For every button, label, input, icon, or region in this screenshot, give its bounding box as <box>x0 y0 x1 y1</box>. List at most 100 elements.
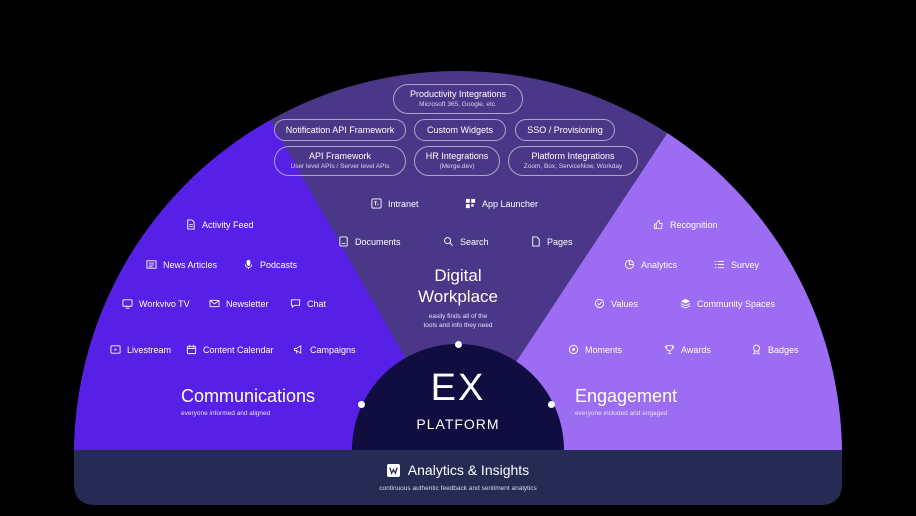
item-label: Activity Feed <box>202 219 254 230</box>
pill-title: Platform Integrations <box>531 151 615 161</box>
community-icon <box>680 298 691 309</box>
connector-dot-digital <box>455 341 462 348</box>
item-chat: Chat <box>290 298 326 309</box>
item-community-spaces: Community Spaces <box>680 298 775 309</box>
analytics-insights-header: Analytics & Insights <box>0 462 916 478</box>
item-app-launcher: App Launcher <box>465 198 538 209</box>
activity-feed-icon <box>185 219 196 230</box>
calendar-icon <box>186 344 197 355</box>
moments-icon <box>568 344 579 355</box>
item-label: Search <box>460 236 489 247</box>
item-label: Analytics <box>641 259 678 270</box>
pill-subtitle: (Merge.dev) <box>439 163 475 170</box>
item-workvivo-tv: Workvivo TV <box>122 298 190 309</box>
item-label: Pages <box>547 236 573 247</box>
item-pages: Pages <box>530 236 573 247</box>
pill-title: SSO / Provisioning <box>527 124 603 135</box>
analytics-icon <box>386 463 400 477</box>
survey-icon <box>714 259 725 270</box>
item-label: Survey <box>731 259 760 270</box>
item-label: Community Spaces <box>697 298 776 309</box>
ex-platform-circle <box>352 344 564 450</box>
digital-workplace-subtitle: easily finds all of the tools and info t… <box>378 313 538 330</box>
item-label: Newsletter <box>226 298 269 309</box>
item-label: Livestream <box>127 344 172 355</box>
item-intranet: Intranet <box>371 198 419 209</box>
analytics-band <box>74 450 842 505</box>
communications-title: Communications <box>181 386 316 406</box>
item-campaigns: Campaigns <box>293 344 356 355</box>
item-content-calendar: Content Calendar <box>186 344 274 355</box>
pill-subtitle: User level APIs / Server level APIs <box>290 163 390 170</box>
pill-sso-provisioning: SSO / Provisioning <box>515 119 615 141</box>
pill-title: Notification API Framework <box>285 124 395 135</box>
pill-notification-api: Notification API Framework <box>274 119 406 141</box>
item-documents: Documents <box>338 236 401 247</box>
megaphone-icon <box>293 344 304 355</box>
item-newsletter: Newsletter <box>209 298 269 309</box>
item-label: Recognition <box>670 219 718 230</box>
pill-hr-integrations: HR Integrations (Merge.dev) <box>414 146 500 176</box>
values-icon <box>594 298 605 309</box>
microphone-icon <box>243 259 254 270</box>
trophy-icon <box>664 344 675 355</box>
item-awards: Awards <box>664 344 711 355</box>
documents-icon <box>338 236 349 247</box>
pages-icon <box>530 236 541 247</box>
engagement-subtitle: everyone included and engaged <box>575 410 668 417</box>
item-moments: Moments <box>568 344 622 355</box>
pill-custom-widgets: Custom Widgets <box>414 119 506 141</box>
pill-title: Custom Widgets <box>426 124 494 135</box>
badge-icon <box>751 344 762 355</box>
item-activity-feed: Activity Feed <box>185 219 254 230</box>
item-label: Documents <box>355 236 401 247</box>
item-recognition: Recognition <box>653 219 718 230</box>
connector-dot-engagement <box>548 401 555 408</box>
item-values: Values <box>594 298 638 309</box>
communications-subtitle: everyone informed and aligned <box>181 410 271 417</box>
item-label: Intranet <box>388 198 419 209</box>
digital-workplace-title: Digital Workplace <box>378 265 538 307</box>
item-label: Values <box>611 298 638 309</box>
app-launcher-icon <box>465 198 476 209</box>
pill-title: HR Integrations <box>425 151 489 161</box>
item-search: Search <box>443 236 489 247</box>
item-label: Awards <box>681 344 711 355</box>
subtitle-line: easily finds all of the <box>428 313 488 320</box>
pill-api-framework: API Framework User level APIs / Server l… <box>274 146 406 176</box>
pill-title: Productivity Integrations <box>409 89 507 99</box>
subtitle-line: tools and info they need <box>423 321 493 329</box>
item-news-articles: News Articles <box>146 259 217 270</box>
pill-productivity-integrations: Productivity Integrations Microsoft 365,… <box>393 84 523 114</box>
title-line: Digital <box>434 266 482 285</box>
title-line: Workplace <box>418 287 498 306</box>
item-label: Podcasts <box>260 259 298 270</box>
analytics-insights-title: Analytics & Insights <box>407 462 530 478</box>
connector-dot-communications <box>358 401 365 408</box>
pill-title: API Framework <box>308 151 371 161</box>
pie-chart-icon <box>624 259 635 270</box>
livestream-icon <box>110 344 121 355</box>
item-livestream: Livestream <box>110 344 171 355</box>
item-podcasts: Podcasts <box>243 259 297 270</box>
item-label: News Articles <box>163 259 218 270</box>
pill-platform-integrations: Platform Integrations Zoom, Box, Service… <box>508 146 638 176</box>
chat-icon <box>290 298 301 309</box>
thumbs-up-icon <box>653 219 664 230</box>
item-label: Campaigns <box>310 344 356 355</box>
item-label: App Launcher <box>482 198 539 209</box>
item-survey: Survey <box>714 259 759 270</box>
item-analytics: Analytics <box>624 259 677 270</box>
item-label: Workvivo TV <box>139 298 190 309</box>
item-label: Content Calendar <box>203 344 274 355</box>
newsletter-icon <box>209 298 220 309</box>
ex-title: EX <box>430 367 486 409</box>
tv-icon <box>122 298 133 309</box>
item-label: Badges <box>768 344 799 355</box>
engagement-title: Engagement <box>575 386 678 406</box>
analytics-insights-subtitle: continuous authentic feedback and sentim… <box>379 485 537 492</box>
item-label: Chat <box>307 298 327 309</box>
item-badges: Badges <box>751 344 799 355</box>
search-icon <box>443 236 454 247</box>
